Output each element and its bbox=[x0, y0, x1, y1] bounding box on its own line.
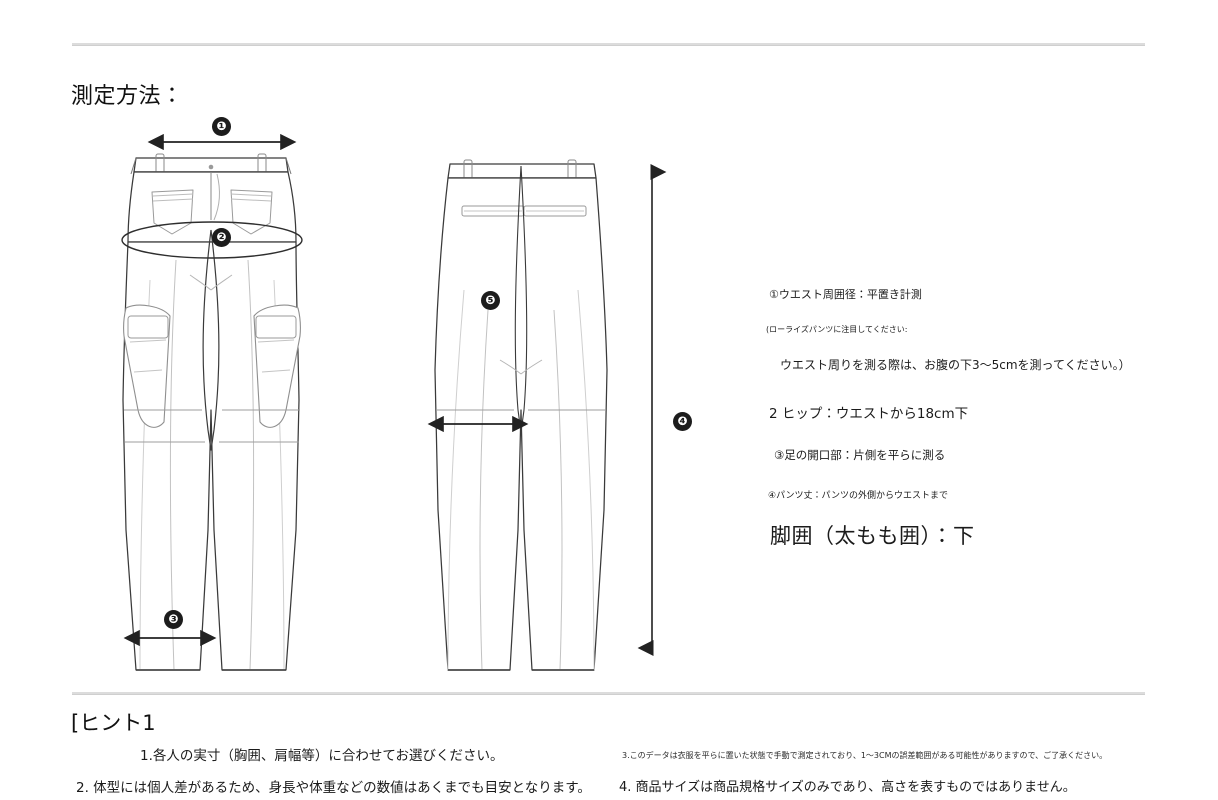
page-title: 測定方法： bbox=[71, 84, 184, 109]
callout-badge-1: ❶ bbox=[212, 117, 231, 136]
pants-technical-drawings bbox=[121, 133, 667, 671]
note-thigh-girth: 脚囲（太もも囲）：下 bbox=[770, 524, 975, 548]
callout-badge-2: ❷ bbox=[212, 228, 231, 247]
note-lowrise-detail: ウエスト周りを測る際は、お腹の下3〜5cmを測ってください。） bbox=[780, 358, 1131, 372]
hint-heading: [ヒント1 bbox=[71, 711, 156, 735]
hint-line-1: 1.各人の実寸（胸囲、肩幅等）に合わせてお選びください。 bbox=[140, 748, 504, 764]
hint-line-2: 2. 体型には個人差があるため、身長や体重などの数値はあくまでも目安となります。 bbox=[76, 780, 591, 796]
note-waist: ①ウエスト周囲径：平置き計測 bbox=[769, 288, 922, 301]
measurement-notes-list: ①ウエスト周囲径：平置き計測 (ローライズパンツに注目してください: ウエスト周… bbox=[766, 286, 1131, 550]
back-view-group bbox=[434, 159, 608, 671]
callout-badge-5: ❺ bbox=[481, 291, 500, 310]
callout-badge-3: ❸ bbox=[164, 610, 183, 629]
note-lowrise-open: (ローライズパンツに注目してください: bbox=[766, 325, 908, 334]
top-divider bbox=[72, 43, 1145, 46]
callout-badge-4: ❹ bbox=[673, 412, 692, 431]
hint-line-4: 4. 商品サイズは商品規格サイズのみであり、高さを表すものではありません。 bbox=[619, 780, 1076, 795]
note-pants-length: ④パンツ丈：パンツの外側からウエストまで bbox=[768, 491, 948, 501]
note-hip: 2 ヒップ：ウエストから18cm下 bbox=[769, 406, 969, 422]
hint-line-3: 3.このデータは衣服を平らに置いた状態で手動で測定されており、1〜3CMの誤差範… bbox=[622, 751, 1108, 760]
bottom-divider bbox=[72, 692, 1145, 695]
hip-ellipse-guide bbox=[121, 221, 303, 259]
note-leg-opening: ③足の開口部：片側を平らに測る bbox=[774, 448, 946, 462]
measurement-illustration bbox=[90, 110, 710, 680]
front-view-group bbox=[122, 153, 301, 671]
